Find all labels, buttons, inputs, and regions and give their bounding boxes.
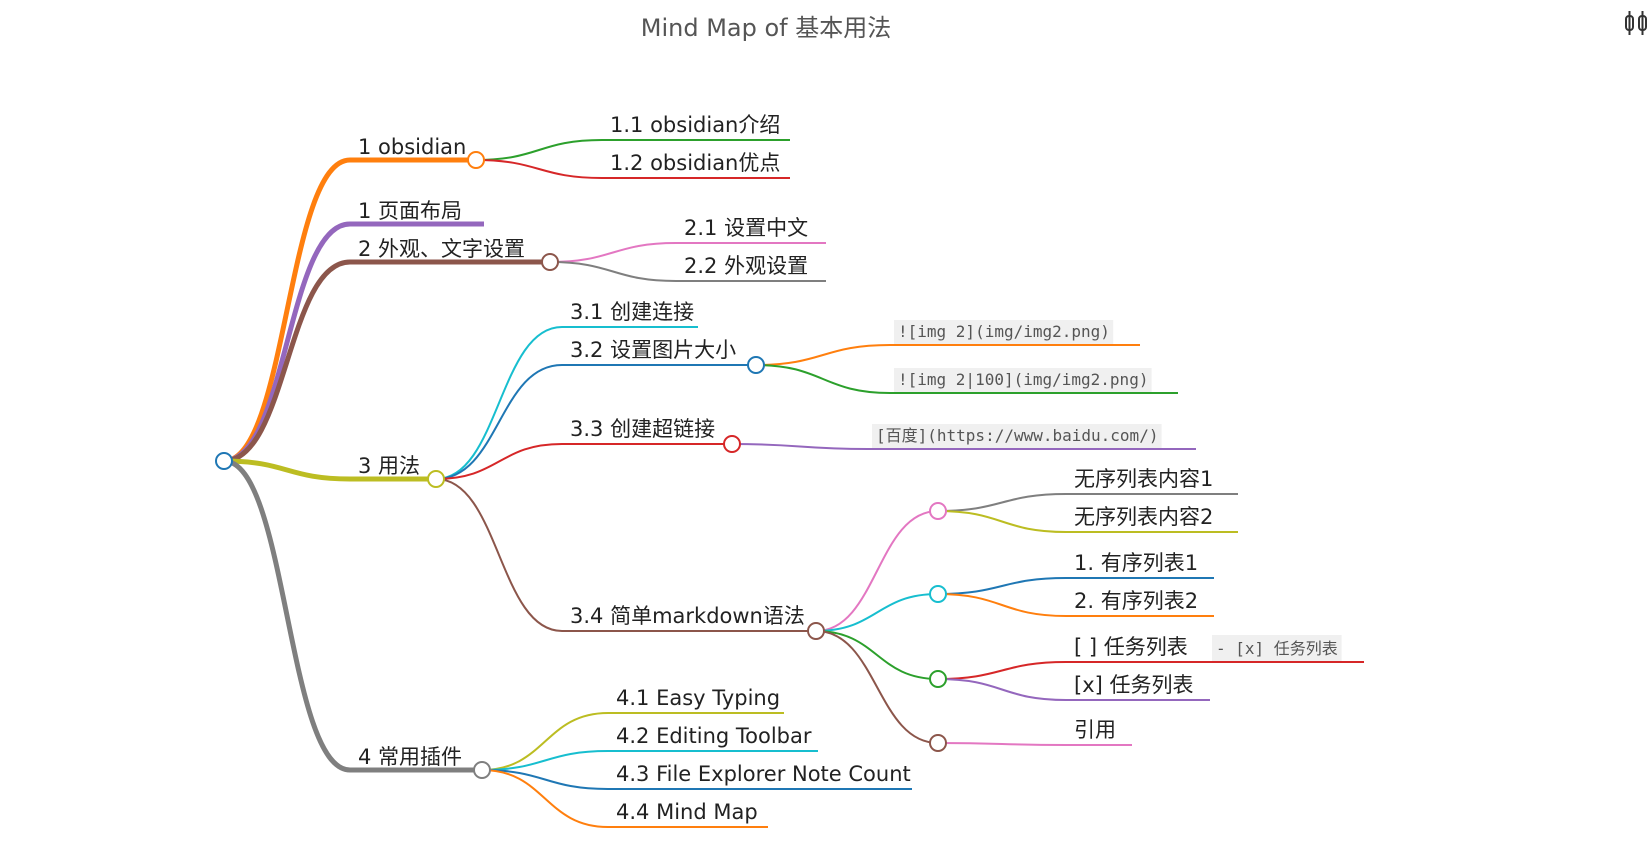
page-title: Mind Map of 基本用法	[640, 14, 892, 42]
node-b5c2-label: 4.2 Editing Toolbar	[616, 724, 812, 748]
node-b5-collapse-toggle[interactable]	[473, 761, 491, 779]
node-g3-collapse-toggle[interactable]	[929, 670, 947, 688]
node-b4c1-label: 3.1 创建连接	[570, 300, 694, 324]
node-g3a-edge	[937, 661, 1067, 680]
node-b3-collapse-toggle[interactable]	[541, 253, 559, 271]
node-b1c1-edge	[475, 139, 603, 161]
node-b3-edge	[223, 259, 351, 464]
node-b5-label: 4 常用插件	[358, 745, 462, 769]
node-b4-collapse-toggle[interactable]	[427, 470, 445, 488]
node-g2b-label: 2. 有序列表2	[1074, 589, 1198, 613]
node-b4c4-edge	[435, 478, 563, 632]
node-g3-edge	[815, 630, 939, 680]
node-g2b-edge	[937, 593, 1067, 617]
node-b1c1-label: 1.1 obsidian介绍	[610, 113, 780, 137]
node-g2a-label: 1. 有序列表1	[1074, 551, 1198, 575]
node-g4-edge	[815, 630, 939, 744]
node-b5c3-edge	[481, 769, 609, 790]
node-b4-label: 3 用法	[358, 454, 420, 478]
node-b4c3-edge	[435, 443, 563, 480]
node-g2a-edge	[937, 577, 1067, 595]
node-g1b-label: 无序列表内容2	[1074, 505, 1213, 529]
node-g2-collapse-toggle[interactable]	[929, 585, 947, 603]
node-g4-collapse-toggle[interactable]	[929, 734, 947, 752]
node-g4a-edge	[937, 742, 1067, 746]
node-b4c2-edge	[435, 364, 563, 480]
node-b3c1-edge	[549, 242, 677, 263]
node-b4c2a-code-background	[894, 320, 1114, 344]
node-b5c4-label: 4.4 Mind Map	[616, 800, 758, 824]
node-b4c2b-label: ![img 2|100](img/img2.png)	[898, 370, 1148, 389]
node-b4c3-label: 3.3 创建超链接	[570, 417, 715, 441]
node-b5c2-edge	[481, 750, 609, 771]
node-g3a-inline-code-background	[1212, 635, 1342, 661]
node-g1a-edge	[937, 493, 1067, 512]
node-g3a-label: [ ] 任务列表	[1074, 635, 1188, 659]
node-b4c4-collapse-toggle[interactable]	[807, 622, 825, 640]
node-g3b-edge	[937, 678, 1067, 701]
node-g1-edge	[815, 510, 939, 632]
node-g1b-edge	[937, 510, 1067, 533]
node-b2-label: 1 页面布局	[358, 199, 462, 223]
node-b4c4-label: 3.4 简单markdown语法	[570, 604, 805, 628]
node-b1-label: 1 obsidian	[358, 135, 466, 159]
node-g3b-label: [x] 任务列表	[1074, 673, 1194, 697]
node-b1c2-edge	[475, 159, 603, 179]
nodes: 1 obsidian 1.1 obsidian介绍 1.2 obsidian优点 1 …	[215, 113, 1342, 824]
node-b1-edge	[223, 157, 351, 464]
node-b4c2-collapse-toggle[interactable]	[747, 356, 765, 374]
node-b4-edge	[223, 458, 351, 482]
node-b3c2-edge	[549, 261, 677, 282]
node-b4c2a-label: ![img 2](img/img2.png)	[898, 322, 1110, 341]
node-g2-edge	[815, 593, 939, 632]
node-b4c3a-edge	[731, 443, 869, 450]
node-b1-collapse-toggle[interactable]	[467, 151, 485, 169]
node-b1c2-label: 1.2 obsidian优点	[610, 151, 780, 175]
node-b4c1-edge	[435, 326, 563, 480]
node-b5c1-label: 4.1 Easy Typing	[616, 686, 780, 710]
node-g1-collapse-toggle[interactable]	[929, 502, 947, 520]
root-node-toggle[interactable]	[215, 452, 233, 470]
node-b3-label: 2 外观、文字设置	[358, 237, 525, 261]
node-b4c3a-label: [百度](https://www.baidu.com/)	[876, 426, 1158, 445]
node-b5c3-label: 4.3 File Explorer Note Count	[616, 762, 911, 786]
node-g1a-label: 无序列表内容1	[1074, 467, 1213, 491]
node-b4c3a-code-background	[872, 424, 1162, 448]
node-b4c2-label: 3.2 设置图片大小	[570, 338, 736, 362]
node-b4c2b-code-background	[894, 368, 1152, 392]
node-b3c1-label: 2.1 设置中文	[684, 216, 808, 240]
node-b4c3-collapse-toggle[interactable]	[723, 435, 741, 453]
node-b3c2-label: 2.2 外观设置	[684, 254, 808, 278]
node-g4a-label: 引用	[1074, 718, 1116, 742]
node-b4c2b-edge	[755, 364, 891, 394]
node-b2-edge	[223, 221, 351, 464]
node-b5-edge	[223, 458, 351, 773]
node-b4c2a-edge	[755, 344, 891, 366]
node-b5c4-edge	[481, 769, 609, 828]
toolbar-columns-icon[interactable]	[1622, 8, 1652, 38]
node-b5c1-edge	[481, 712, 609, 771]
edges	[223, 139, 1364, 828]
node-g3a-inline-code: - [x] 任务列表	[1216, 639, 1338, 658]
